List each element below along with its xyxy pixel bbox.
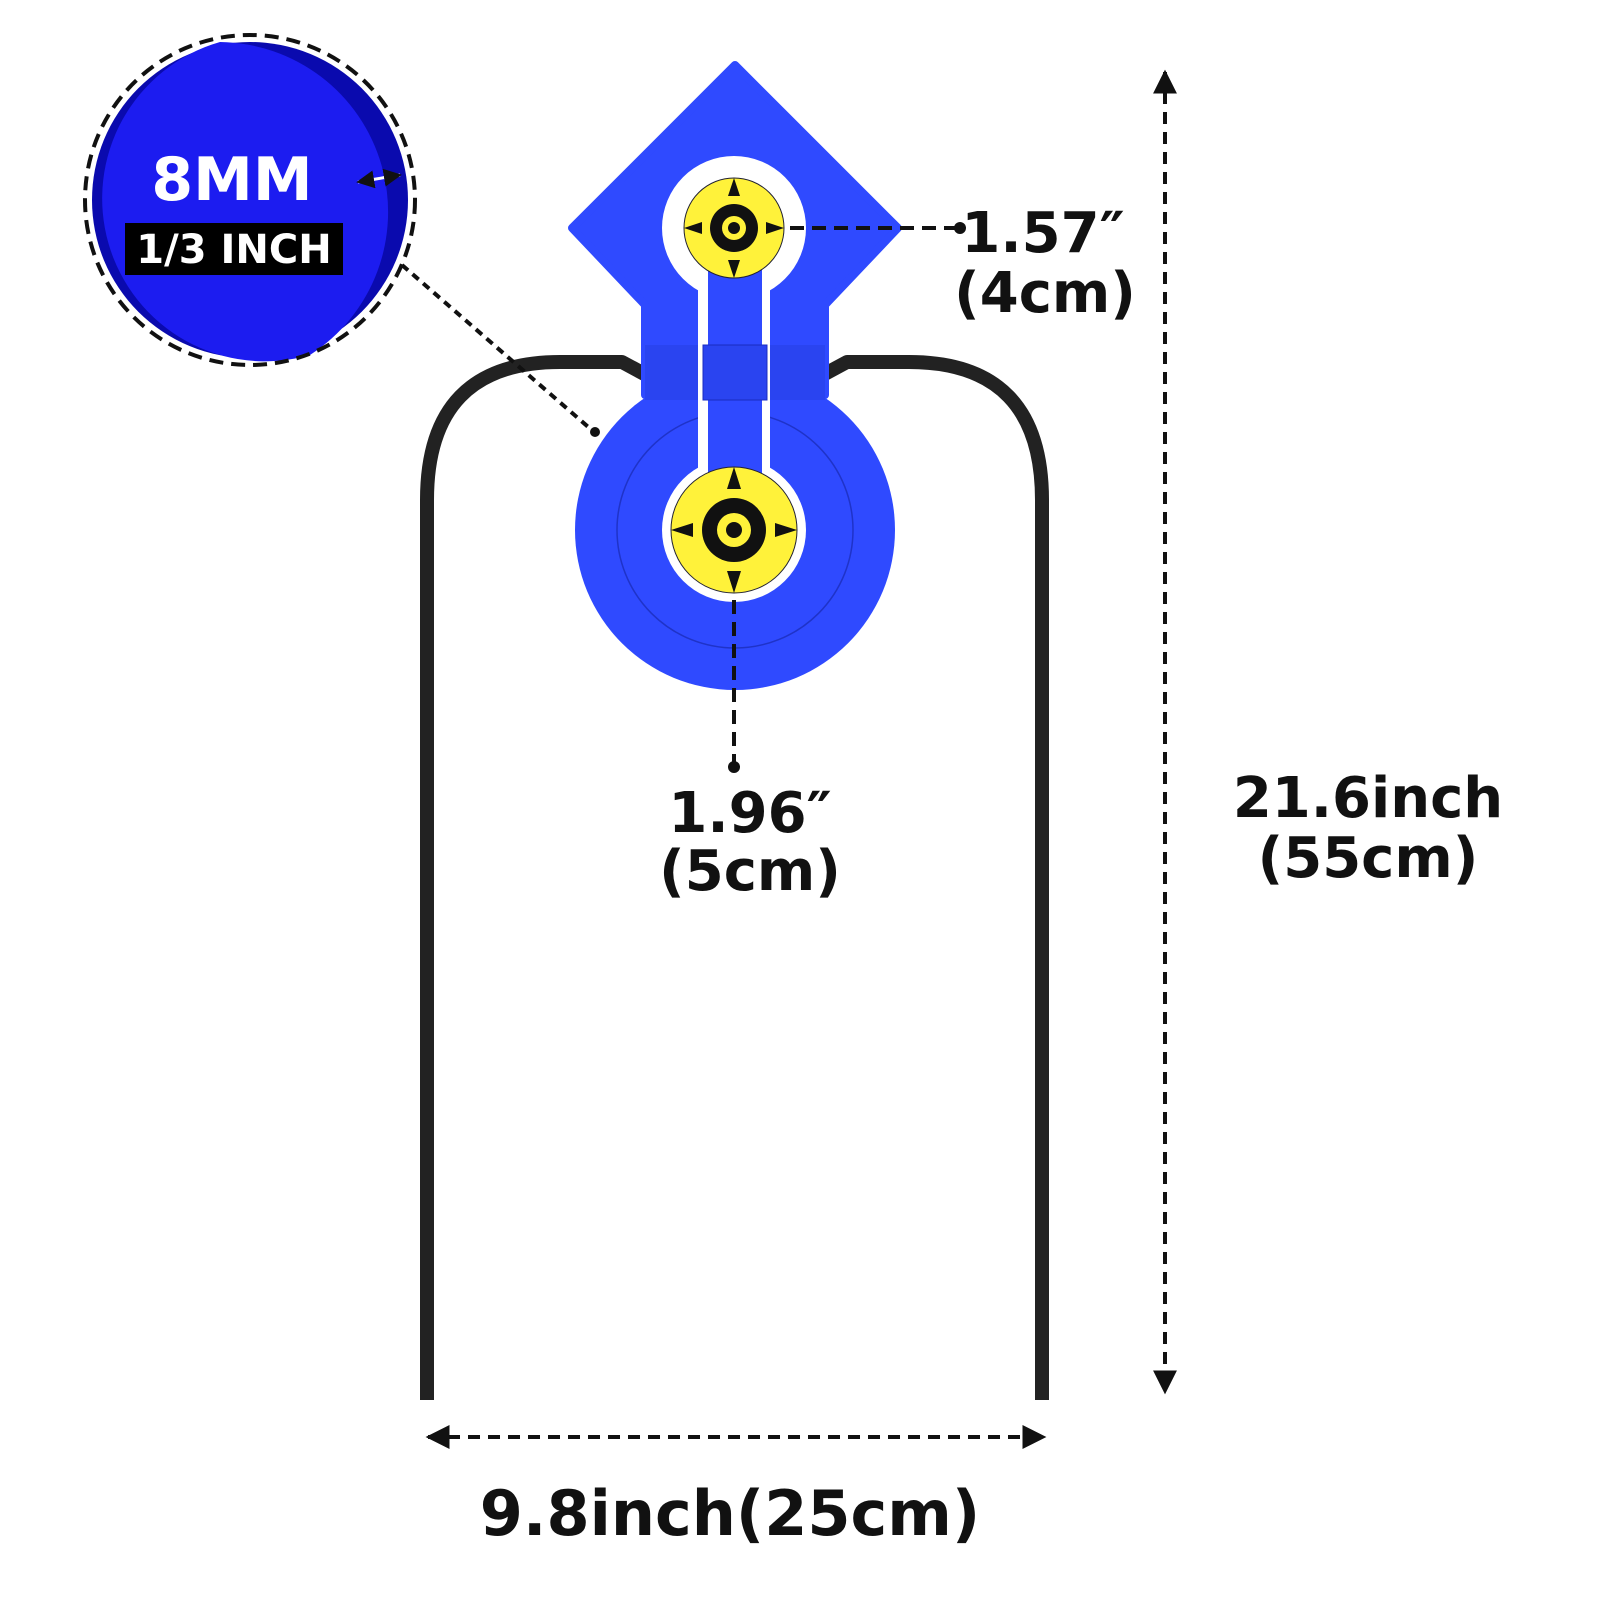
bottom-target-size-inch: 1.96″ [668,781,831,846]
thickness-inset: 8MM 1/3 INCH [83,33,600,437]
top-bullseye [683,177,785,279]
spinner-target [568,61,902,690]
thickness-arrow-icon [356,168,402,189]
top-target-dimension-line [790,222,966,234]
height-inch-label: 21.6inch [1233,766,1503,831]
width-label: 9.8inch(25cm) [480,1477,980,1550]
height-cm-label: (55cm) [1258,826,1479,891]
top-target-size-cm: (4cm) [954,261,1136,326]
thickness-mm-label: 8MM [151,145,312,215]
bottom-target-size-cm: (5cm) [659,839,841,904]
thickness-inch-label: 1/3 INCH [136,227,331,273]
stand-wire [420,355,1049,1400]
bottom-target-dimension-line [728,600,740,773]
bottom-bullseye [670,466,798,594]
top-target-size-inch: 1.57″ [961,201,1124,266]
